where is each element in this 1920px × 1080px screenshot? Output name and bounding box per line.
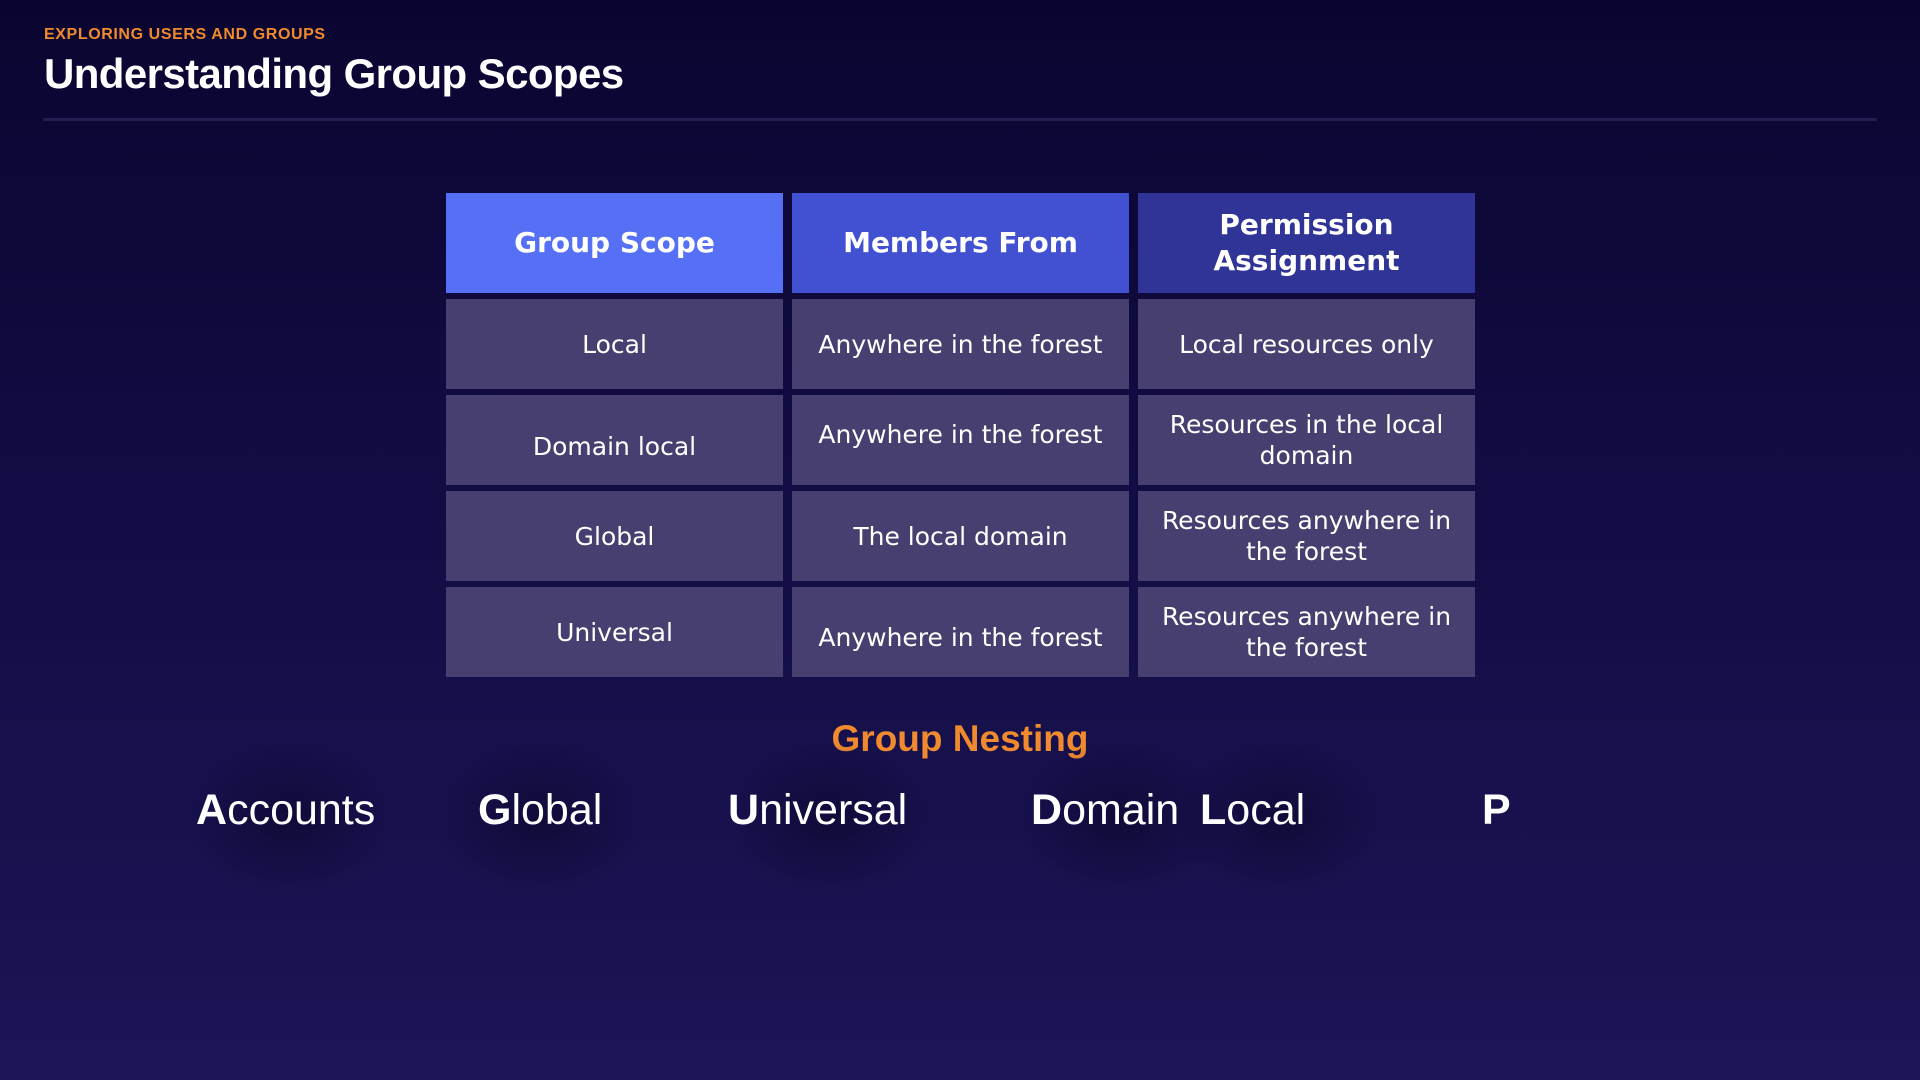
nesting-item-local: Local xyxy=(1200,786,1305,835)
glow-decoration xyxy=(720,740,940,900)
section-eyebrow: EXPLORING USERS AND GROUPS xyxy=(44,26,326,43)
nesting-initial: L xyxy=(1200,786,1227,834)
nesting-initial: A xyxy=(196,786,228,834)
nesting-item-global: Global xyxy=(478,786,602,835)
table-cell-scope: Global xyxy=(446,491,783,581)
nesting-item-universal: Universal xyxy=(728,786,907,835)
glow-decoration xyxy=(430,740,650,900)
nesting-initial: D xyxy=(1031,786,1063,834)
nesting-item-domain: Domain xyxy=(1031,786,1179,835)
table-cell-permission: Resources in the local domain xyxy=(1138,395,1475,485)
nesting-item-permissions: P xyxy=(1482,786,1511,835)
nesting-rest: omain xyxy=(1062,786,1180,834)
nesting-rest: ocal xyxy=(1226,786,1306,834)
table-header-permission-assignment: Permission Assignment xyxy=(1138,193,1475,293)
page-title: Understanding Group Scopes xyxy=(44,50,624,97)
glow-decoration xyxy=(1170,740,1390,900)
table-cell-scope: Universal xyxy=(446,587,783,677)
nesting-initial: P xyxy=(1482,786,1511,834)
nesting-initial: U xyxy=(728,786,760,834)
table-cell-members: The local domain xyxy=(792,491,1129,581)
nesting-item-accounts: Accounts xyxy=(196,786,375,835)
table-cell-scope: Domain local xyxy=(446,395,783,485)
nesting-rest: niversal xyxy=(759,786,908,834)
table-cell-members: Anywhere in the forest xyxy=(792,395,1129,485)
nesting-rest: lobal xyxy=(511,786,603,834)
table-header-group-scope: Group Scope xyxy=(446,193,783,293)
nesting-initial: G xyxy=(478,786,512,834)
table-cell-permission: Resources anywhere in the forest xyxy=(1138,587,1475,677)
slide-header: EXPLORING USERS AND GROUPS Understanding… xyxy=(44,26,624,98)
nesting-rest: ccounts xyxy=(227,786,376,834)
table-cell-scope: Local xyxy=(446,299,783,389)
table-cell-members: Anywhere in the forest xyxy=(792,587,1129,677)
glow-decoration xyxy=(180,740,400,900)
header-divider xyxy=(43,118,1877,121)
table-header-members-from: Members From xyxy=(792,193,1129,293)
table-cell-permission: Resources anywhere in the forest xyxy=(1138,491,1475,581)
table-cell-members: Anywhere in the forest xyxy=(792,299,1129,389)
table-cell-permission: Local resources only xyxy=(1138,299,1475,389)
group-scope-table: Group Scope Members From Permission Assi… xyxy=(446,193,1475,677)
